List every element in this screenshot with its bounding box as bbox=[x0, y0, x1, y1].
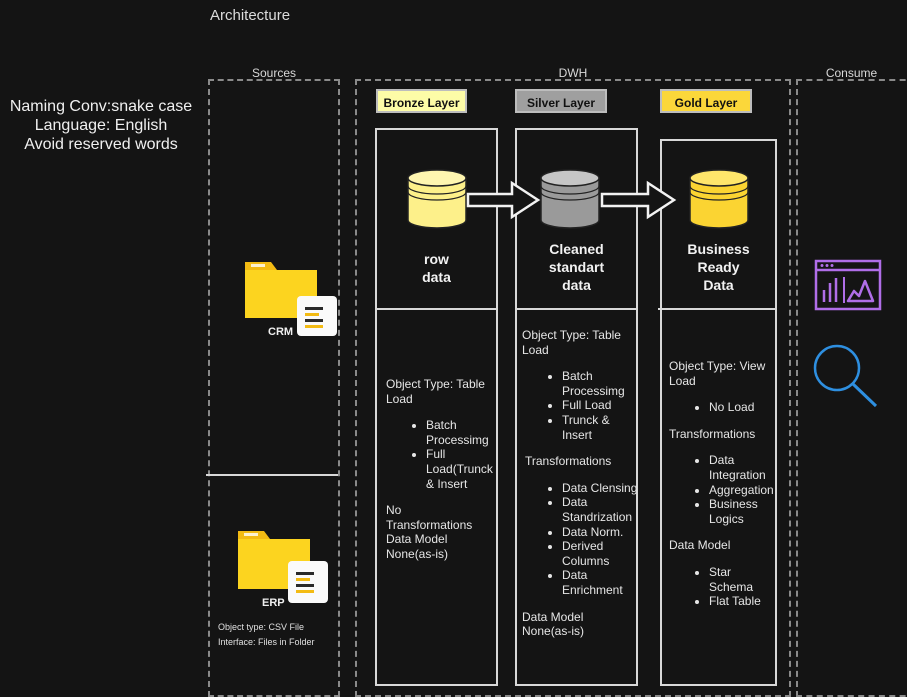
silver-title-line: data bbox=[562, 277, 591, 293]
silver-to-gold-arrow bbox=[600, 180, 677, 220]
list-item: Full Load(Trunck & Insert bbox=[426, 447, 498, 491]
silver-column bbox=[515, 128, 638, 686]
silver-layer-badge: Silver Layer bbox=[515, 89, 607, 113]
bronze-divider bbox=[375, 308, 498, 310]
list-item: Flat Table bbox=[709, 594, 775, 609]
bronze-column bbox=[375, 128, 498, 686]
bronze-details: Object Type: Table Load Batch Processimg… bbox=[386, 377, 498, 562]
list-item: Data Norm. bbox=[562, 525, 638, 540]
list-item: Trunck & Insert bbox=[562, 413, 638, 442]
naming-conventions: Naming Conv:snake case Language: English… bbox=[6, 97, 196, 154]
silver-database-icon bbox=[540, 169, 600, 229]
bronze-title: row data bbox=[377, 250, 496, 286]
bronze-data-model: Data Model None(as-is) bbox=[386, 532, 498, 561]
bronze-to-silver-arrow bbox=[466, 180, 541, 220]
silver-load-label: Load bbox=[522, 342, 549, 357]
bronze-object-type: Object Type: Table bbox=[386, 377, 485, 391]
bronze-transformations-line: No bbox=[386, 503, 402, 518]
erp-label: ERP bbox=[262, 597, 285, 609]
gold-title-line: Data bbox=[703, 277, 734, 293]
bronze-database-icon bbox=[407, 169, 467, 229]
silver-data-model-line: Data Model bbox=[522, 609, 584, 624]
silver-title: Cleaned standart data bbox=[517, 240, 636, 294]
dwh-container bbox=[355, 79, 791, 697]
silver-title-line: standart bbox=[548, 259, 605, 275]
bronze-data-model-line: None(as-is) bbox=[386, 546, 449, 561]
crm-folder-icon bbox=[245, 262, 337, 336]
gold-object-type: Object Type: View bbox=[669, 359, 766, 373]
dashboard-chart-icon bbox=[814, 259, 882, 311]
bronze-load-label: Load bbox=[386, 391, 413, 406]
dwh-header: DWH bbox=[558, 66, 588, 80]
gold-title-line: Ready bbox=[697, 259, 740, 275]
silver-transformations-list: Data Clensing Data Standrization Data No… bbox=[522, 481, 638, 598]
gold-title-line: Business bbox=[687, 241, 750, 257]
search-icon bbox=[813, 344, 878, 408]
gold-data-model-label: Data Model bbox=[669, 538, 731, 553]
gold-transformations-list: Data Integration Aggregation Business Lo… bbox=[669, 453, 775, 526]
consume-container bbox=[796, 79, 907, 697]
gold-divider bbox=[658, 308, 777, 310]
erp-object-type: Object type: CSV File bbox=[218, 622, 305, 632]
bronze-layer-badge: Bronze Layer bbox=[376, 89, 467, 113]
list-item: Data Integration bbox=[709, 453, 775, 482]
bronze-title-line: row bbox=[424, 251, 449, 267]
erp-interface: Interface: Files in Folder bbox=[218, 637, 315, 647]
gold-database-icon bbox=[689, 169, 749, 229]
bronze-transformations: No Transformations bbox=[386, 503, 498, 532]
silver-details: Object Type: Table Load Batch Processimg… bbox=[522, 328, 638, 639]
bronze-transformations-line: Transformations bbox=[386, 517, 473, 532]
sources-header: Sources bbox=[251, 66, 297, 80]
consume-header: Consume bbox=[825, 66, 878, 80]
naming-line: Avoid reserved words bbox=[24, 136, 178, 153]
list-item: Business Logics bbox=[709, 497, 775, 526]
naming-line: Language: English bbox=[34, 117, 168, 134]
sources-container bbox=[208, 79, 340, 697]
silver-divider bbox=[515, 308, 638, 310]
silver-load-list: Batch Processimg Full Load Trunck & Inse… bbox=[522, 369, 638, 442]
list-item: Batch Processimg bbox=[426, 418, 498, 447]
naming-line: Naming Conv:snake case bbox=[9, 98, 193, 115]
gold-data-model-list: Star Schema Flat Table bbox=[669, 565, 775, 609]
bronze-data-model-line: Data Model bbox=[386, 532, 448, 547]
erp-folder-icon bbox=[238, 531, 328, 603]
silver-object-type: Object Type: Table bbox=[522, 328, 621, 342]
bronze-title-line: data bbox=[422, 269, 451, 285]
gold-load-list: No Load bbox=[669, 400, 775, 415]
sources-divider bbox=[206, 474, 338, 476]
gold-layer-badge: Gold Layer bbox=[660, 89, 752, 113]
silver-title-line: Cleaned bbox=[549, 241, 604, 257]
gold-transformations-label: Transformations bbox=[669, 426, 756, 441]
silver-data-model: Data Model None(as-is) bbox=[522, 610, 638, 639]
page-title: Architecture bbox=[210, 7, 291, 24]
list-item: Batch Processimg bbox=[562, 369, 638, 398]
gold-details: Object Type: View Load No Load Transform… bbox=[669, 359, 775, 609]
silver-transformations-label: Transformations bbox=[525, 454, 612, 469]
crm-label: CRM bbox=[268, 326, 294, 338]
list-item: Data Enrichment bbox=[562, 568, 638, 597]
gold-load-label: Load bbox=[669, 373, 696, 388]
list-item: Data Standrization bbox=[562, 495, 638, 524]
list-item: Derived Columns bbox=[562, 539, 638, 568]
silver-data-model-line: None(as-is) bbox=[522, 624, 585, 639]
gold-column bbox=[660, 139, 777, 686]
bronze-load-list: Batch Processimg Full Load(Trunck & Inse… bbox=[386, 418, 498, 491]
list-item: Full Load bbox=[562, 398, 638, 413]
gold-title: Business Ready Data bbox=[662, 240, 775, 294]
list-item: No Load bbox=[709, 400, 775, 415]
list-item: Aggregation bbox=[709, 483, 775, 498]
list-item: Star Schema bbox=[709, 565, 775, 594]
list-item: Data Clensing bbox=[562, 481, 638, 496]
